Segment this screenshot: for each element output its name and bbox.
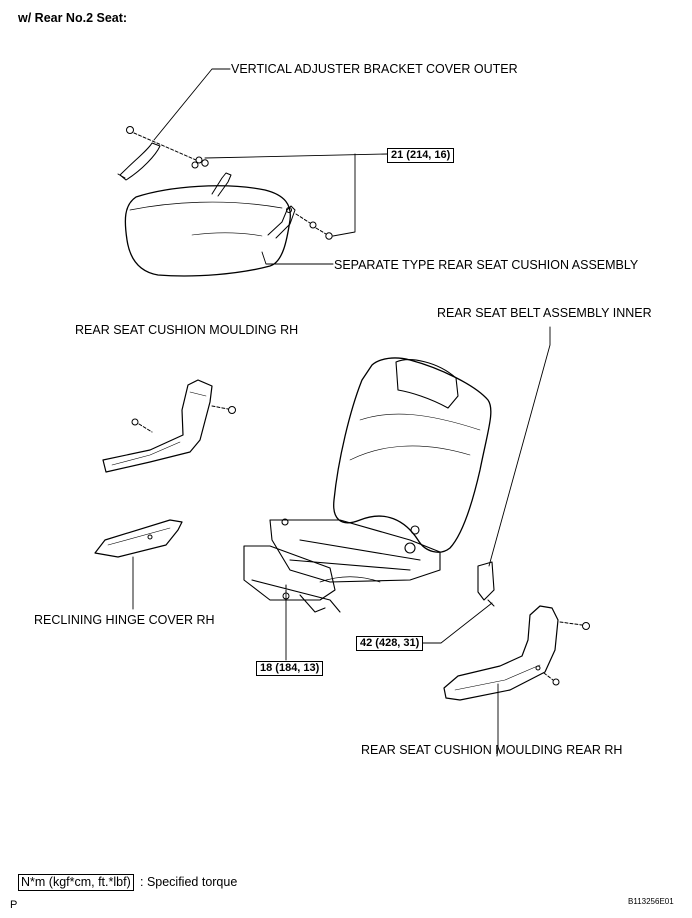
footer-code: P [10,899,18,911]
cushion-moulding-rear-rh [443,605,590,701]
figure-id: B113256E01 [628,897,674,906]
label-hinge-cover: RECLINING HINGE COVER RH [34,613,215,627]
seat-belt-inner [477,561,495,607]
legend-unit-box: N*m (kgf*cm, ft.*lbf) [18,874,134,891]
label-moulding-rear-rh: REAR SEAT CUSHION MOULDING REAR RH [361,743,623,757]
torque-label-18: 18 (184, 13) [256,661,324,676]
page-title: w/ Rear No.2 Seat: [18,11,128,25]
seat-back [333,357,492,553]
bolt-18 [282,584,290,600]
legend-text: : Specified torque [140,875,238,889]
label-moulding-rh: REAR SEAT CUSHION MOULDING RH [75,323,299,337]
leader-lines [132,68,551,757]
cushion-moulding-rh [102,379,236,473]
vertical-adjuster-cover [117,126,209,181]
torque-label-21: 21 (214, 16) [387,148,455,163]
label-vertical-adjuster: VERTICAL ADJUSTER BRACKET COVER OUTER [231,62,518,76]
seat-frame [243,518,441,613]
reclining-hinge-cover [94,519,183,558]
label-cushion-assembly: SEPARATE TYPE REAR SEAT CUSHION ASSEMBLY [334,258,639,272]
label-belt-inner: REAR SEAT BELT ASSEMBLY INNER [437,306,652,320]
torque-label-42: 42 (428, 31) [356,636,424,651]
seat-cushion [124,172,333,277]
